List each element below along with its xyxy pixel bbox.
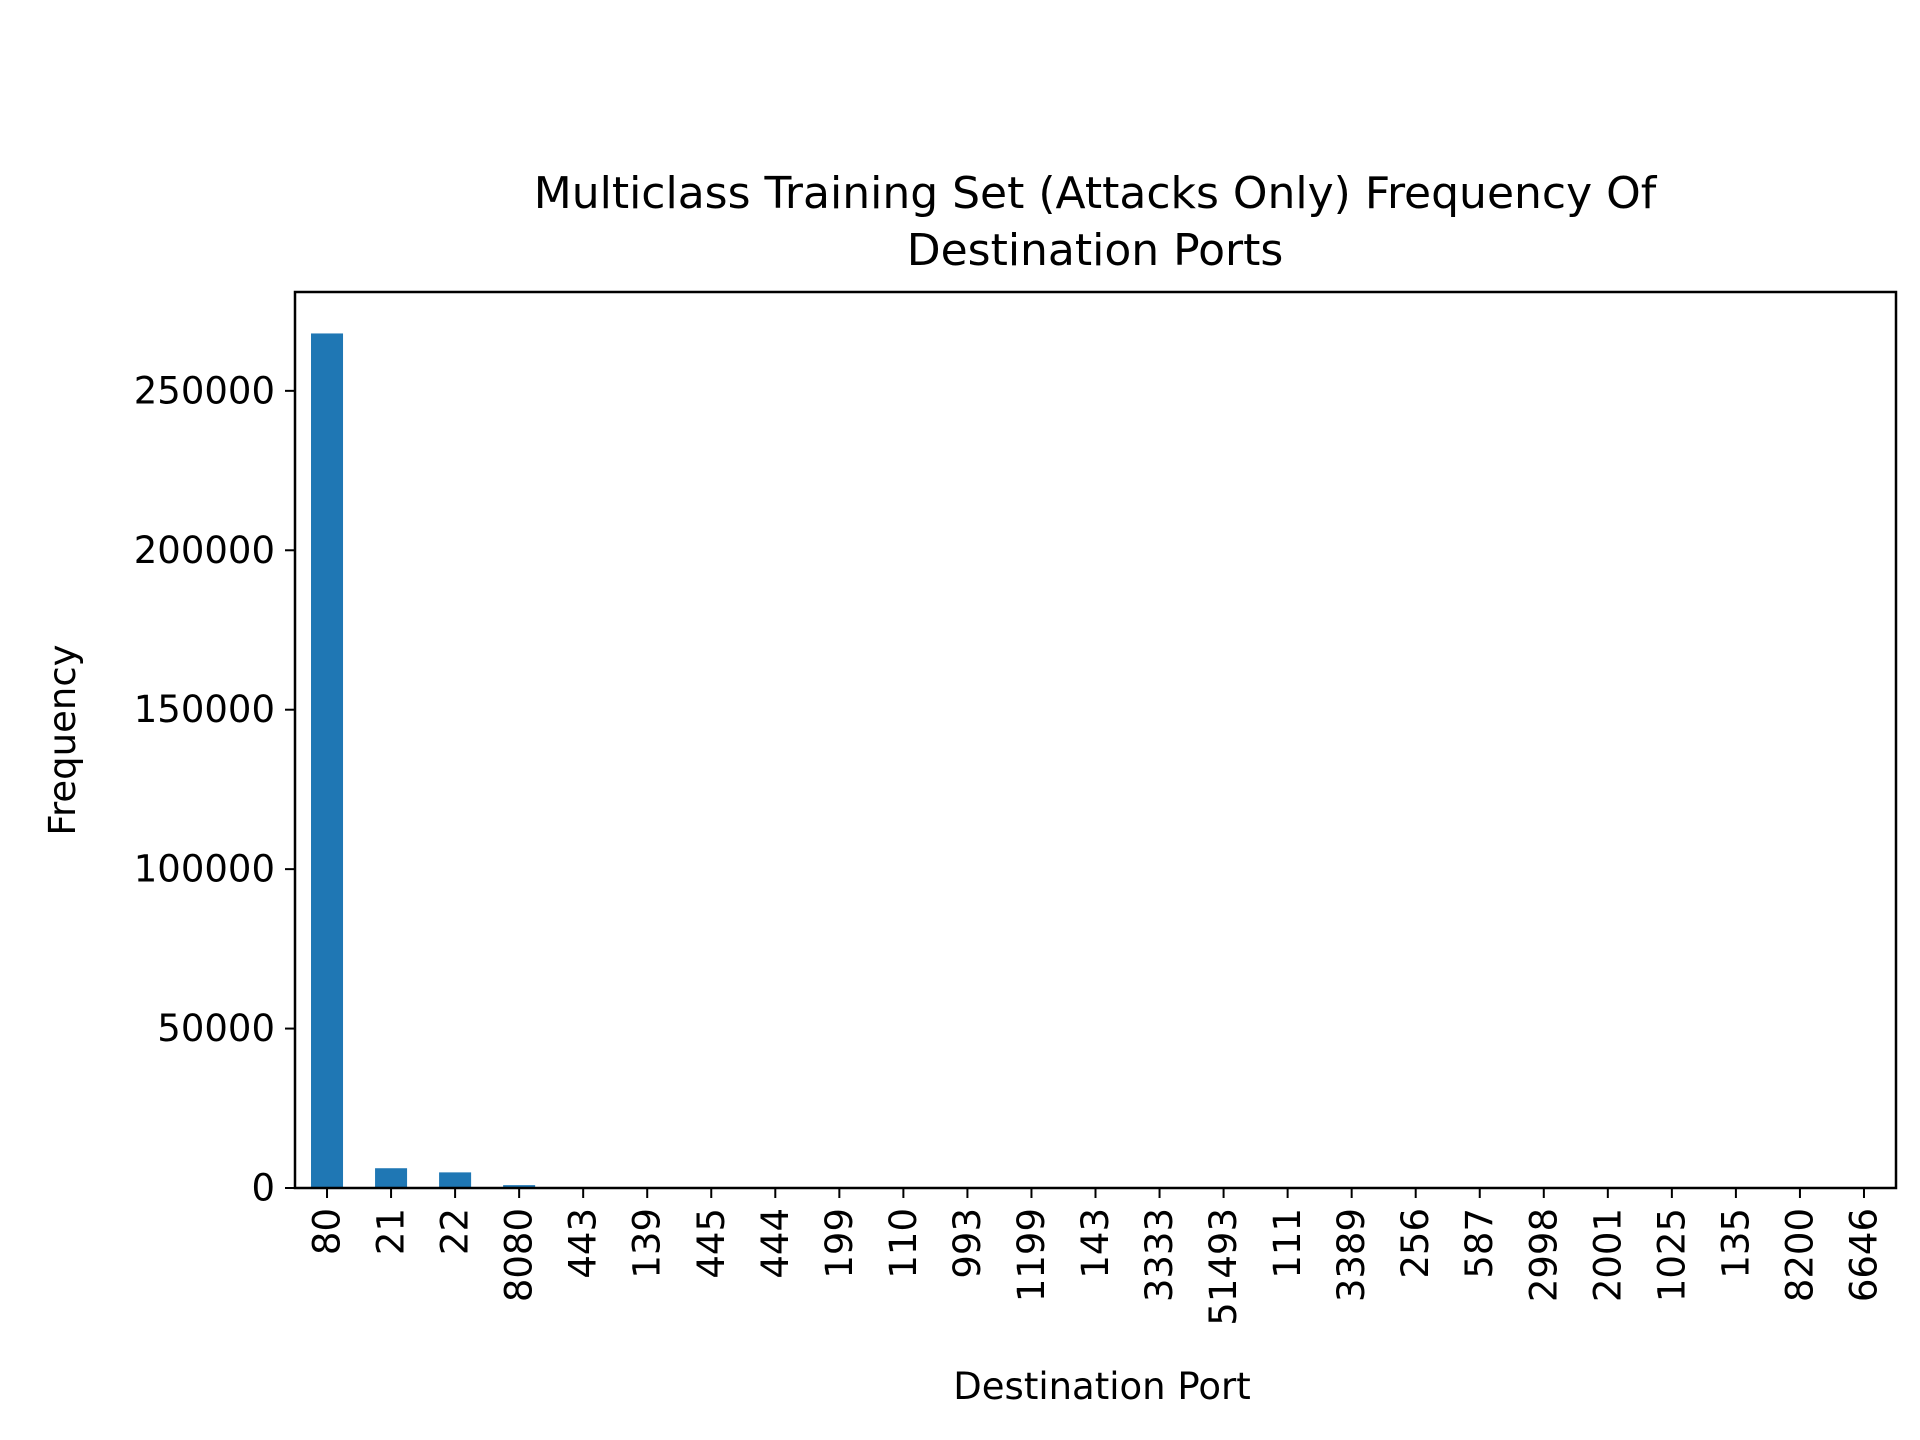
x-tick-label: 1025 <box>1650 1208 1693 1302</box>
x-tick-label: 2998 <box>1522 1208 1565 1302</box>
y-axis-ticks: 0 50000 100000 150000 200000 250000 <box>134 369 295 1210</box>
x-axis-ticks: 80 21 22 8080 443 139 445 444 199 110 993 1199 143 33… <box>306 1188 1885 1326</box>
y-tick-label: 0 <box>251 1167 275 1210</box>
x-tick-label: 8200 <box>1778 1208 1821 1302</box>
y-tick-label: 100000 <box>134 848 275 891</box>
bar-22 <box>439 1172 472 1188</box>
x-tick-label: 110 <box>882 1208 925 1279</box>
y-tick-label: 50000 <box>157 1007 275 1050</box>
chart-title-line-1: Multiclass Training Set (Attacks Only) F… <box>534 168 1658 219</box>
x-tick-label: 21 <box>370 1208 413 1255</box>
x-tick-label: 445 <box>690 1208 733 1279</box>
bar-21 <box>375 1168 408 1188</box>
x-axis-label: Destination Port <box>953 1365 1250 1408</box>
x-tick-label: 256 <box>1394 1208 1437 1279</box>
y-tick-label: 200000 <box>134 529 275 572</box>
bars-layer <box>311 333 1880 1188</box>
y-axis-label: Frequency <box>41 644 84 835</box>
y-tick-label: 250000 <box>134 369 275 412</box>
chart-title-line-2: Destination Ports <box>907 225 1284 276</box>
x-tick-label: 3333 <box>1138 1208 1181 1302</box>
x-tick-label: 111 <box>1266 1208 1309 1279</box>
x-tick-label: 993 <box>946 1208 989 1279</box>
x-tick-label: 139 <box>626 1208 669 1279</box>
x-tick-label: 6646 <box>1842 1208 1885 1302</box>
x-tick-label: 80 <box>306 1208 349 1255</box>
plot-frame <box>293 290 1898 1190</box>
x-tick-label: 199 <box>818 1208 861 1279</box>
x-tick-label: 8080 <box>498 1208 541 1302</box>
bar-8080 <box>503 1185 536 1188</box>
x-tick-label: 135 <box>1714 1208 1757 1279</box>
y-tick-label: 150000 <box>134 688 275 731</box>
x-tick-label: 143 <box>1074 1208 1117 1279</box>
x-tick-label: 444 <box>754 1208 797 1279</box>
x-tick-label: 3389 <box>1330 1208 1373 1302</box>
x-tick-label: 22 <box>434 1208 477 1255</box>
bar-80 <box>311 333 344 1188</box>
x-tick-label: 51493 <box>1202 1208 1245 1326</box>
x-tick-label: 587 <box>1458 1208 1501 1279</box>
x-tick-label: 1199 <box>1010 1208 1053 1302</box>
x-tick-label: 2001 <box>1586 1208 1629 1302</box>
x-tick-label: 443 <box>562 1208 605 1279</box>
